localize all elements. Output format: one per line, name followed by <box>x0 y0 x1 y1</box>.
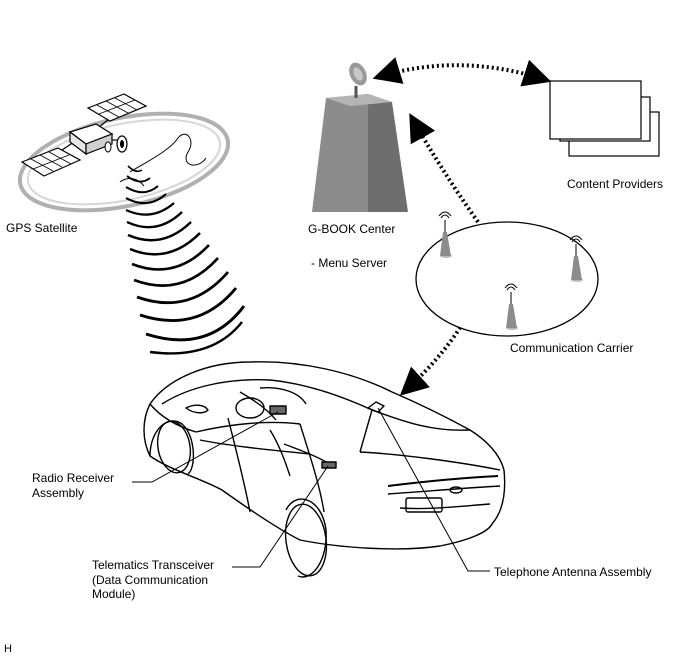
gps-satellite-label: GPS Satellite <box>6 221 78 235</box>
communication-carrier-label: Communication Carrier <box>510 341 634 355</box>
radio-receiver-label-line2: Assembly <box>32 486 85 500</box>
leader-lines <box>132 407 490 572</box>
document-stack-icon <box>549 80 660 157</box>
menu-server-label: - Menu Server <box>311 256 388 270</box>
figure-code-label: H <box>4 643 12 655</box>
radio-receiver-label-line1: Radio Receiver <box>32 471 115 485</box>
telematics-label-line2: (Data Communication <box>92 573 209 587</box>
telematics-label-line3: Module) <box>92 587 136 601</box>
gps-satellite-icon <box>20 93 148 177</box>
communication-carrier-area <box>415 221 599 337</box>
gbook-center-label: G-BOOK Center <box>308 222 396 236</box>
cell-tower-icon <box>569 235 583 282</box>
telephone-antenna-label: Telephone Antenna Assembly <box>494 565 652 579</box>
satellite-dish-icon <box>349 62 367 98</box>
data-link-arrows <box>372 57 552 396</box>
car-icon <box>143 361 506 578</box>
building-icon <box>312 94 408 212</box>
cell-tower-icon <box>504 283 518 330</box>
cell-tower-icon <box>438 211 452 258</box>
content-providers-label: Content Providers <box>567 177 664 191</box>
gps-signal-waves <box>125 165 246 355</box>
telematics-label-line1: Telematics Transceiver <box>92 558 215 572</box>
